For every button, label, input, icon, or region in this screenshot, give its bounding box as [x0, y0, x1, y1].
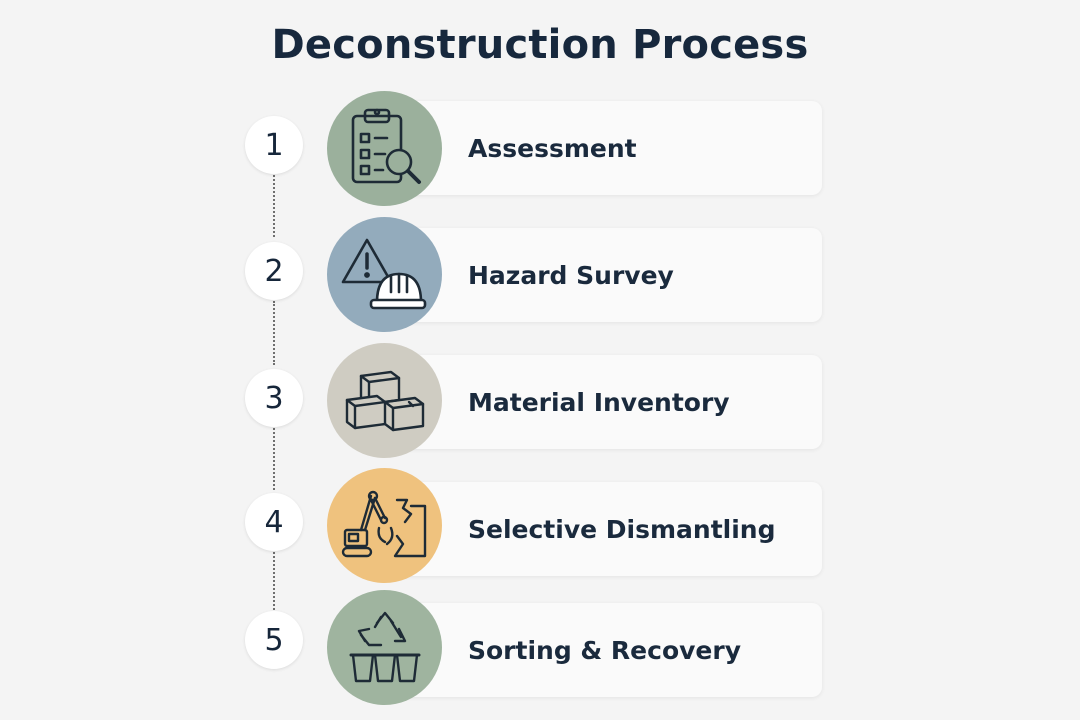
step-label: Sorting & Recovery [468, 635, 742, 665]
step-number: 3 [245, 369, 303, 427]
connector-line [273, 175, 275, 237]
step-label: Assessment [468, 133, 637, 163]
clipboard-magnifier-icon [327, 91, 442, 206]
page-title: Deconstruction Process [271, 22, 809, 68]
process-step: 5 Sorting & Recovery [0, 589, 1080, 709]
step-card: Selective Dismantling [384, 482, 822, 576]
process-step: 1 Assessment [0, 89, 1080, 209]
process-step: 3 Material Inventory [0, 341, 1080, 461]
step-card: Assessment [384, 101, 822, 195]
step-label: Hazard Survey [468, 260, 674, 290]
step-number: 4 [245, 493, 303, 551]
step-label: Material Inventory [468, 387, 730, 417]
recycle-bins-icon [327, 590, 442, 705]
connector-line [273, 428, 275, 490]
excavator-icon [327, 468, 442, 583]
step-label: Selective Dismantling [468, 514, 776, 544]
connector-line [273, 301, 275, 365]
step-card: Material Inventory [384, 355, 822, 449]
process-step: 4 Selective Dismantling [0, 466, 1080, 586]
process-step: 2 Hazard Survey [0, 215, 1080, 335]
step-number: 1 [245, 116, 303, 174]
warning-hardhat-icon [327, 217, 442, 332]
step-card: Hazard Survey [384, 228, 822, 322]
step-number: 2 [245, 242, 303, 300]
step-card: Sorting & Recovery [384, 603, 822, 697]
step-number: 5 [245, 611, 303, 669]
boxes-icon [327, 343, 442, 458]
connector-line [273, 552, 275, 610]
